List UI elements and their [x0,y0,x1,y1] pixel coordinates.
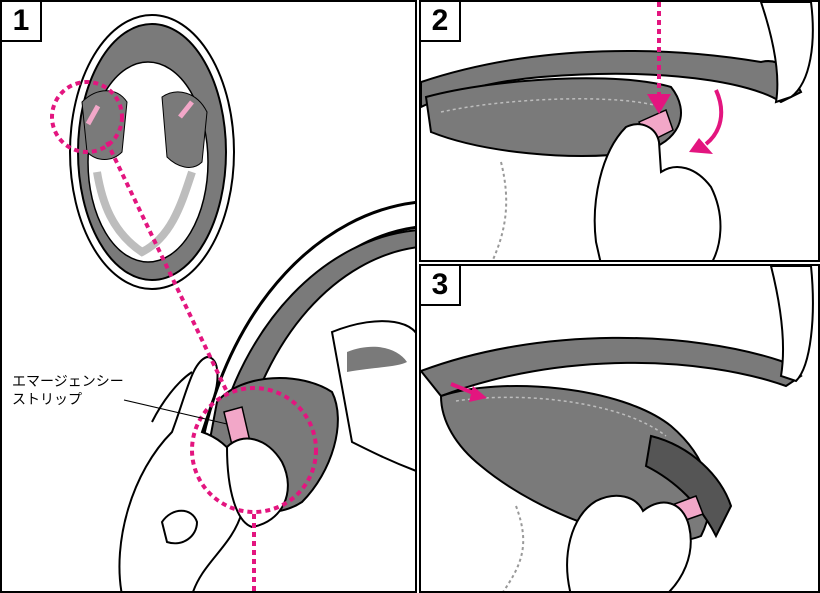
step-number-2: 2 [421,2,461,42]
face-outline [491,161,508,260]
step-number-3: 3 [421,266,461,306]
step-3-illustration [421,266,814,591]
emergency-strip-label-line2: ストリップ [12,391,82,407]
emergency-strip-label: エマージェンシー ストリップ [12,372,124,408]
helmet-interior [330,320,415,472]
left-thumb [160,509,199,545]
finger-line [151,371,193,423]
face-outline [502,505,525,591]
emergency-strip-label-line1: エマージェンシー [12,373,124,389]
step-3-panel: 3 [419,264,820,593]
highlight-circle-top [50,80,124,154]
down-arrow [647,94,671,114]
pad-stitching [440,98,662,113]
strip-right-small [178,100,194,119]
rotate-arrow-head [689,138,713,154]
hand [566,494,692,591]
right-fingers [225,437,289,529]
callout-leader-line [123,399,228,425]
step-1-illustration [50,14,415,591]
top-liner-band [93,170,196,257]
cheek-pad-left [81,90,128,160]
step-2-panel: 2 [419,0,820,262]
pad-edge [644,434,733,539]
step-2-illustration [421,2,814,260]
hand [593,123,722,260]
highlight-connector [105,141,229,393]
helmet-shell [759,2,814,104]
helmet-shell [769,266,814,383]
rotate-arrow [704,89,724,146]
highlight-circle-bottom [190,386,318,514]
strip-left-small [85,104,101,126]
cheek-pad [439,385,711,543]
cheek-pad-right [161,91,208,168]
step-1-panel: 1 エマージェンシー ストリップ [0,0,417,593]
direction-arrow-head [469,386,487,402]
interior-shade [347,346,407,372]
step-number-1: 1 [2,2,42,42]
